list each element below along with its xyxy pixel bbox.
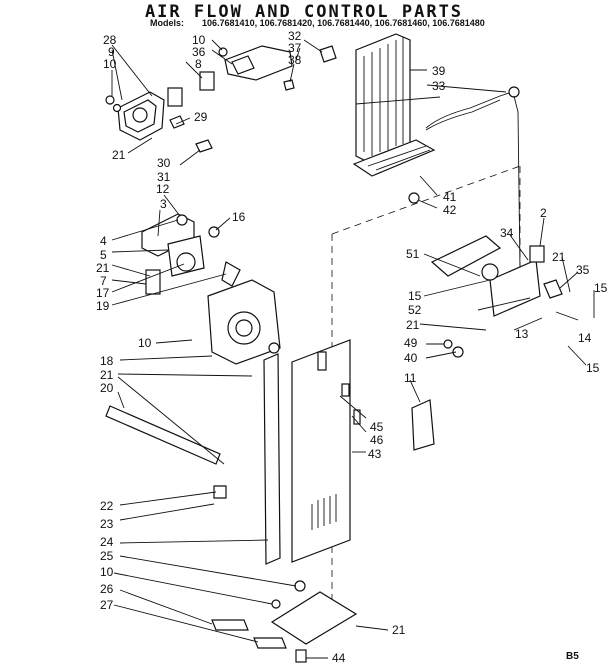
callout: 10	[138, 336, 152, 350]
clip-22	[213, 485, 227, 499]
callout: 21	[392, 623, 406, 637]
callout: 7	[100, 274, 107, 288]
callout: 28	[103, 33, 117, 47]
callout: 41	[443, 190, 457, 204]
callout: 49	[404, 336, 418, 350]
rear-panel	[291, 339, 361, 563]
callout: 2	[540, 206, 547, 220]
callout: 18	[100, 354, 114, 368]
models-numbers: 106.7681410, 106.7681420, 106.7681440, 1…	[202, 18, 485, 28]
callout: 21	[96, 261, 110, 275]
air-seal-strip	[105, 405, 221, 465]
callout: 3	[160, 197, 167, 211]
callout: 31	[157, 170, 171, 184]
vertical-channel	[263, 353, 281, 565]
callout: 19	[96, 299, 110, 313]
callout: 33	[432, 79, 446, 93]
heater-rod	[425, 91, 513, 131]
callout: 12	[156, 182, 170, 196]
callout: 46	[370, 433, 384, 447]
callout: 15	[594, 281, 608, 295]
callout: 42	[443, 203, 457, 217]
callout: 30	[157, 156, 171, 170]
leader-lines	[111, 39, 595, 659]
model-list: Models: 106.7681410, 106.7681420, 106.768…	[150, 18, 485, 28]
callout: 4	[100, 234, 107, 248]
air-diffuser	[352, 139, 436, 204]
page-title: Air Flow and Control Parts	[144, 2, 464, 22]
callout: 21	[100, 368, 114, 382]
callout: 51	[406, 247, 420, 261]
callout: 15	[586, 361, 600, 375]
models-label: Models:	[150, 18, 185, 28]
callout: 20	[100, 381, 114, 395]
callout: 24	[100, 535, 114, 549]
evaporator-cover	[355, 33, 411, 165]
callout: 22	[100, 499, 114, 513]
callout: 45	[370, 420, 384, 434]
callout: 32	[288, 29, 302, 43]
callout: 21	[406, 318, 420, 332]
sensor-bulb	[508, 86, 520, 98]
callout: 40	[404, 351, 418, 365]
callout: 15	[408, 289, 422, 303]
callout: 10	[100, 565, 114, 579]
mounting-bracket	[141, 213, 241, 295]
liner-outline	[331, 165, 521, 620]
damper-control-assembly	[105, 87, 213, 153]
callout: 21	[552, 250, 566, 264]
callout: 34	[500, 226, 514, 240]
callout: 27	[100, 598, 114, 612]
callout-labels: 28 9 10 21 29 30 31 10 36 8 32 37 38 39 …	[96, 29, 608, 665]
callout: 38	[288, 53, 302, 67]
callout: 10	[192, 33, 206, 47]
callout: 8	[195, 57, 202, 71]
callout: 25	[100, 549, 114, 563]
callout: 5	[100, 248, 107, 262]
callout: 29	[194, 110, 208, 124]
sensor-lead	[513, 95, 521, 271]
callout: 21	[112, 148, 126, 162]
callout: 14	[578, 331, 592, 345]
callout: 9	[108, 45, 115, 59]
callout: 52	[408, 303, 422, 317]
base-plate	[211, 580, 358, 663]
callout: 10	[103, 57, 117, 71]
callout: 16	[232, 210, 246, 224]
fan-shroud	[207, 279, 281, 365]
page-code: B5	[566, 651, 579, 662]
callout: 44	[332, 651, 346, 665]
callout: 35	[576, 263, 590, 277]
thermostat-bracket	[411, 235, 563, 451]
callout: 36	[192, 45, 206, 59]
callout: 43	[368, 447, 382, 461]
callout: 17	[96, 286, 110, 300]
callout: 23	[100, 517, 114, 531]
callout: 11	[404, 371, 417, 385]
control-housing-top	[199, 45, 337, 91]
callout: 39	[432, 64, 446, 78]
callout: 13	[515, 327, 529, 341]
callout: 37	[288, 41, 302, 55]
callout: 26	[100, 582, 114, 596]
